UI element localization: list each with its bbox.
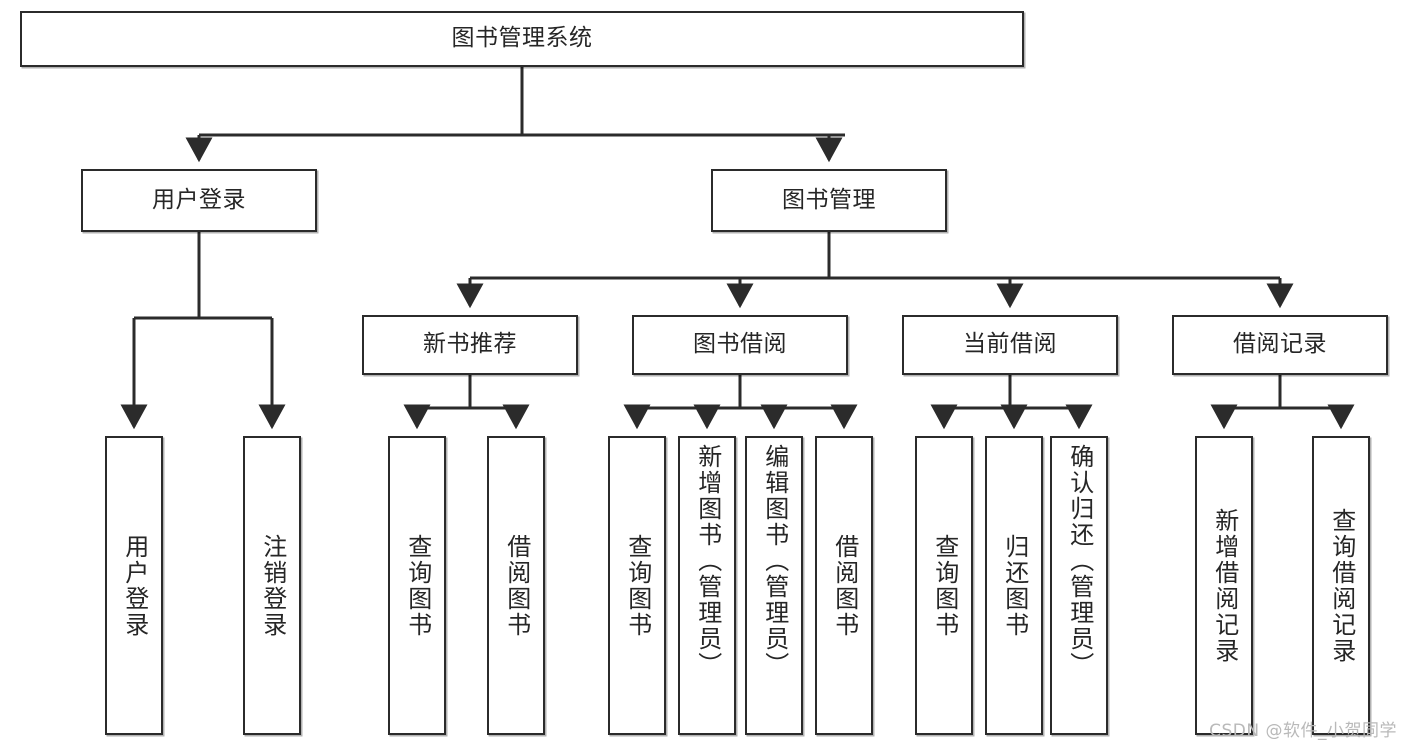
node-label: 图书管理 — [782, 186, 876, 213]
node-label: 借阅图书 — [830, 533, 859, 638]
node-label: 注销登录 — [258, 533, 287, 638]
leaf-query-book-recommend[interactable]: 查询图书 — [388, 436, 446, 735]
leaf-logout[interactable]: 注销登录 — [243, 436, 301, 735]
leaf-user-login[interactable]: 用户登录 — [105, 436, 163, 735]
node-current-borrow[interactable]: 当前借阅 — [902, 315, 1118, 375]
node-label: 用户登录 — [120, 533, 149, 638]
node-label: 用户登录 — [152, 186, 246, 213]
leaf-add-book-admin[interactable]: 新增图书（管理员） — [678, 436, 736, 735]
node-book-management[interactable]: 图书管理 — [711, 169, 947, 232]
node-book-borrow[interactable]: 图书借阅 — [632, 315, 848, 375]
leaf-borrow-book-recommend[interactable]: 借阅图书 — [487, 436, 545, 735]
leaf-add-borrow-record[interactable]: 新增借阅记录 — [1195, 436, 1253, 735]
csdn-watermark: CSDN @软件_小贺同学 — [1209, 721, 1397, 741]
node-label: 查询图书 — [403, 533, 432, 638]
leaf-query-book-current[interactable]: 查询图书 — [915, 436, 973, 735]
node-borrow-record[interactable]: 借阅记录 — [1172, 315, 1388, 375]
node-label: 归还图书 — [1000, 533, 1029, 638]
node-label: 查询图书 — [623, 533, 652, 638]
node-user-login[interactable]: 用户登录 — [81, 169, 317, 232]
leaf-query-borrow-record[interactable]: 查询借阅记录 — [1312, 436, 1370, 735]
leaf-edit-book-admin[interactable]: 编辑图书（管理员） — [745, 436, 803, 735]
node-label: 图书管理系统 — [451, 25, 593, 52]
node-label: 借阅记录 — [1233, 331, 1327, 358]
leaf-confirm-return-admin[interactable]: 确认归还（管理员） — [1050, 436, 1108, 735]
leaf-query-book-borrow[interactable]: 查询图书 — [608, 436, 666, 735]
node-new-book-recommend[interactable]: 新书推荐 — [362, 315, 578, 375]
node-label: 查询借阅记录 — [1327, 507, 1356, 664]
node-label: 新增图书（管理员） — [693, 444, 722, 678]
node-label: 新书推荐 — [423, 331, 517, 358]
node-label: 借阅图书 — [502, 533, 531, 638]
node-label: 新增借阅记录 — [1210, 507, 1239, 664]
leaf-return-book[interactable]: 归还图书 — [985, 436, 1043, 735]
leaf-borrow-book[interactable]: 借阅图书 — [815, 436, 873, 735]
node-label: 确认归还（管理员） — [1065, 444, 1094, 678]
node-label: 当前借阅 — [963, 331, 1057, 358]
node-label: 编辑图书（管理员） — [760, 444, 789, 678]
node-label: 查询图书 — [930, 533, 959, 638]
node-root[interactable]: 图书管理系统 — [20, 11, 1024, 67]
node-label: 图书借阅 — [693, 331, 787, 358]
